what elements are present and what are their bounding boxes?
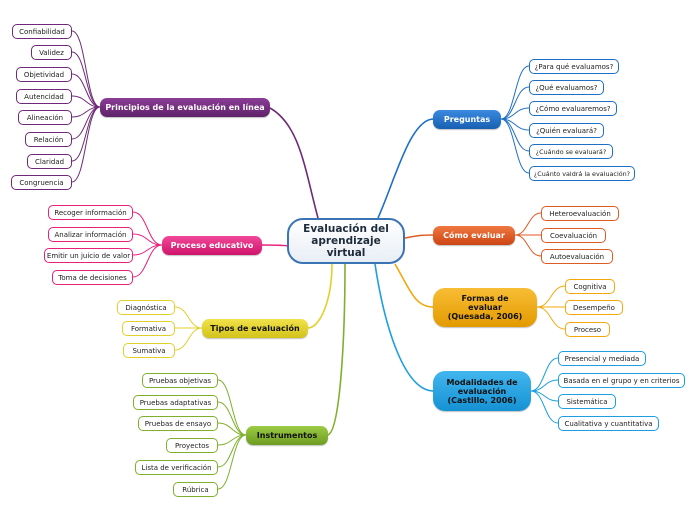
leaf-autencidad[interactable]: Autencidad [16, 89, 72, 104]
branch-preguntas-label: Preguntas [443, 115, 491, 124]
leaf-para-que[interactable]: ¿Para qué evaluamos? [529, 59, 619, 74]
leaf-cualitativa-cuantitativa[interactable]: Cualitativa y cuantitativa [558, 416, 659, 431]
link-preguntas [377, 118, 434, 219]
leaf-pruebas-objetivas[interactable]: Pruebas objetivas [142, 373, 218, 388]
link-proceso-leaf-0 [132, 211, 163, 246]
leaf-diagnostica[interactable]: Diagnóstica [117, 300, 175, 315]
leaf-autoevaluacion[interactable]: Autoevaluación [541, 249, 613, 264]
branch-instrumentos-label: Instrumentos [256, 431, 318, 440]
link-preguntas-leaf-1 [500, 86, 530, 120]
branch-modalidades-line-3: (Castillo, 2006) [447, 395, 517, 405]
link-formas-leaf-2 [536, 306, 566, 330]
branch-como-label: Cómo evaluar [443, 231, 505, 240]
branch-formas-line-1: Formas de [461, 294, 509, 303]
leaf-cuando-evaluara[interactable]: ¿Cuándo se evaluará? [529, 144, 613, 159]
link-como-leaf-0 [514, 212, 542, 236]
link-formas [394, 263, 434, 308]
link-principios-leaf-1 [71, 51, 101, 108]
leaf-confiabilidad[interactable]: Confiabilidad [12, 24, 72, 39]
leaf-rubrica[interactable]: Rúbrica [173, 482, 218, 497]
link-instrumentos-leaf-2 [217, 422, 247, 436]
link-principios-leaf-6 [71, 106, 101, 162]
branch-modalidades-line-1: Modalidades de [446, 377, 518, 387]
link-proceso [261, 244, 291, 247]
leaf-proceso[interactable]: Proceso [565, 322, 610, 337]
leaf-relacion[interactable]: Relación [25, 132, 72, 147]
link-tipos [307, 263, 333, 329]
link-principios-leaf-3 [71, 95, 101, 108]
link-principios-leaf-7 [71, 106, 101, 183]
leaf-pruebas-ensayo[interactable]: Pruebas de ensayo [138, 416, 218, 431]
branch-principios[interactable]: Principios de la evaluación en línea [100, 98, 270, 117]
branch-formas-line-3: (Quesada, 2006) [447, 312, 523, 321]
link-modalidades-leaf-0 [530, 357, 559, 392]
leaf-cognitiva[interactable]: Cognitiva [565, 279, 615, 294]
leaf-lista-verificacion[interactable]: Lista de verificación [135, 460, 218, 475]
link-tipos-leaf-0 [174, 306, 203, 329]
branch-proceso-educativo[interactable]: Proceso educativo [162, 236, 262, 255]
link-preguntas-leaf-2 [500, 107, 530, 120]
link-instrumentos-leaf-1 [217, 401, 247, 436]
branch-tipos-evaluacion[interactable]: Tipos de evaluación [202, 319, 308, 338]
link-preguntas-leaf-5 [500, 118, 530, 174]
link-modalidades-leaf-1 [530, 379, 559, 392]
branch-proceso-label: Proceso educativo [170, 241, 254, 250]
link-como [404, 234, 434, 239]
leaf-que-evaluamos[interactable]: ¿Qué evaluamos? [529, 80, 604, 95]
leaf-presencial-mediada[interactable]: Presencial y mediada [558, 351, 646, 366]
link-principios [269, 107, 319, 219]
branch-formas-line-2: evaluar [468, 303, 502, 312]
branch-formas-evaluar[interactable]: Formas de evaluar (Quesada, 2006) [433, 288, 537, 327]
branch-tipos-label: Tipos de evaluación [210, 324, 300, 333]
leaf-como-evaluaremos[interactable]: ¿Cómo evaluaremos? [529, 101, 617, 116]
branch-preguntas[interactable]: Preguntas [433, 110, 501, 129]
leaf-desempeno[interactable]: Desempeño [565, 300, 623, 315]
leaf-proyectos[interactable]: Proyectos [166, 438, 218, 453]
central-topic-line-2: aprendizaje [311, 235, 381, 247]
link-modalidades [374, 263, 434, 392]
leaf-toma-decisiones[interactable]: Toma de decisiones [52, 270, 133, 285]
leaf-heteroevaluacion[interactable]: Heteroevaluación [541, 206, 619, 221]
link-instrumentos [327, 263, 346, 436]
link-principios-leaf-0 [71, 30, 101, 108]
branch-modalidades-line-2: evaluación [457, 386, 507, 396]
central-topic-line-3: virtual [326, 247, 366, 259]
link-proceso-leaf-1 [132, 233, 163, 246]
link-modalidades-leaf-3 [530, 390, 559, 424]
link-instrumentos-leaf-0 [217, 379, 247, 436]
link-formas-leaf-0 [536, 285, 566, 308]
branch-instrumentos[interactable]: Instrumentos [246, 426, 328, 445]
central-topic-line-1: Evaluación del [303, 223, 389, 235]
branch-modalidades[interactable]: Modalidades de evaluación (Castillo, 200… [433, 371, 531, 411]
leaf-validez[interactable]: Validez [31, 45, 72, 60]
leaf-alineacion[interactable]: Alineación [18, 110, 72, 125]
link-como-leaf-2 [514, 234, 542, 257]
link-proceso-leaf-3 [132, 244, 163, 278]
leaf-basada-grupo[interactable]: Basada en el grupo y en criterios [558, 373, 685, 388]
link-preguntas-leaf-0 [500, 65, 530, 120]
link-principios-leaf-2 [71, 73, 101, 108]
leaf-formativa[interactable]: Formativa [122, 321, 175, 336]
leaf-quien-evaluara[interactable]: ¿Quién evaluará? [529, 123, 604, 138]
leaf-coevaluacion[interactable]: Coevaluación [541, 228, 606, 243]
leaf-analizar-informacion[interactable]: Analizar información [48, 227, 133, 242]
leaf-sumativa[interactable]: Sumativa [123, 343, 175, 358]
central-topic[interactable]: Evaluación del aprendizaje virtual [287, 218, 405, 264]
leaf-emitir-juicio[interactable]: Emitir un juicio de valor [44, 248, 133, 263]
leaf-recoger-informacion[interactable]: Recoger información [48, 205, 133, 220]
leaf-cuanto-valdra[interactable]: ¿Cuánto valdrá la evaluación? [529, 166, 635, 181]
link-instrumentos-leaf-5 [217, 434, 247, 490]
link-tipos-leaf-2 [174, 327, 203, 351]
branch-principios-label: Principios de la evaluación en línea [105, 103, 265, 112]
branch-como-evaluar[interactable]: Cómo evaluar [433, 226, 515, 245]
leaf-pruebas-adaptativas[interactable]: Pruebas adaptativas [133, 395, 218, 410]
leaf-sistematica[interactable]: Sistemática [558, 394, 616, 409]
leaf-congruencia[interactable]: Congruencia [11, 175, 72, 190]
leaf-claridad[interactable]: Claridad [27, 154, 72, 169]
leaf-objetividad[interactable]: Objetividad [16, 67, 72, 82]
